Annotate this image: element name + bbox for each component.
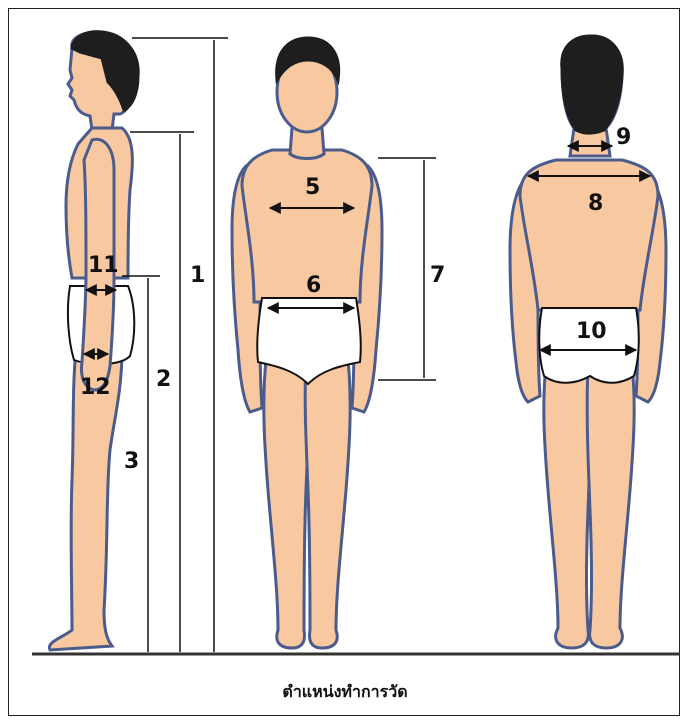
label-12: 12 [80,375,111,400]
label-7: 7 [430,263,445,288]
back-torso [520,160,658,310]
body-measurement-figure: 1 2 3 5 6 7 8 9 10 11 12 [10,10,680,660]
label-11: 11 [88,253,119,278]
label-6: 6 [306,273,321,298]
label-8: 8 [588,191,603,216]
front-right-leg [305,360,350,648]
side-view-figure [49,32,138,650]
label-10: 10 [576,319,607,344]
back-right-leg [587,366,634,648]
back-left-leg [544,366,591,648]
label-5: 5 [305,175,320,200]
figure-caption: ตำแหน่งทำการวัด [0,680,690,705]
front-view-figure [232,38,382,648]
label-1: 1 [190,263,205,288]
front-left-leg [264,360,309,648]
label-2: 2 [156,367,171,392]
label-3: 3 [124,449,139,474]
measurement-diagram: 1 2 3 5 6 7 8 9 10 11 12 [10,10,680,660]
label-9: 9 [616,125,631,150]
back-hair [562,36,622,133]
